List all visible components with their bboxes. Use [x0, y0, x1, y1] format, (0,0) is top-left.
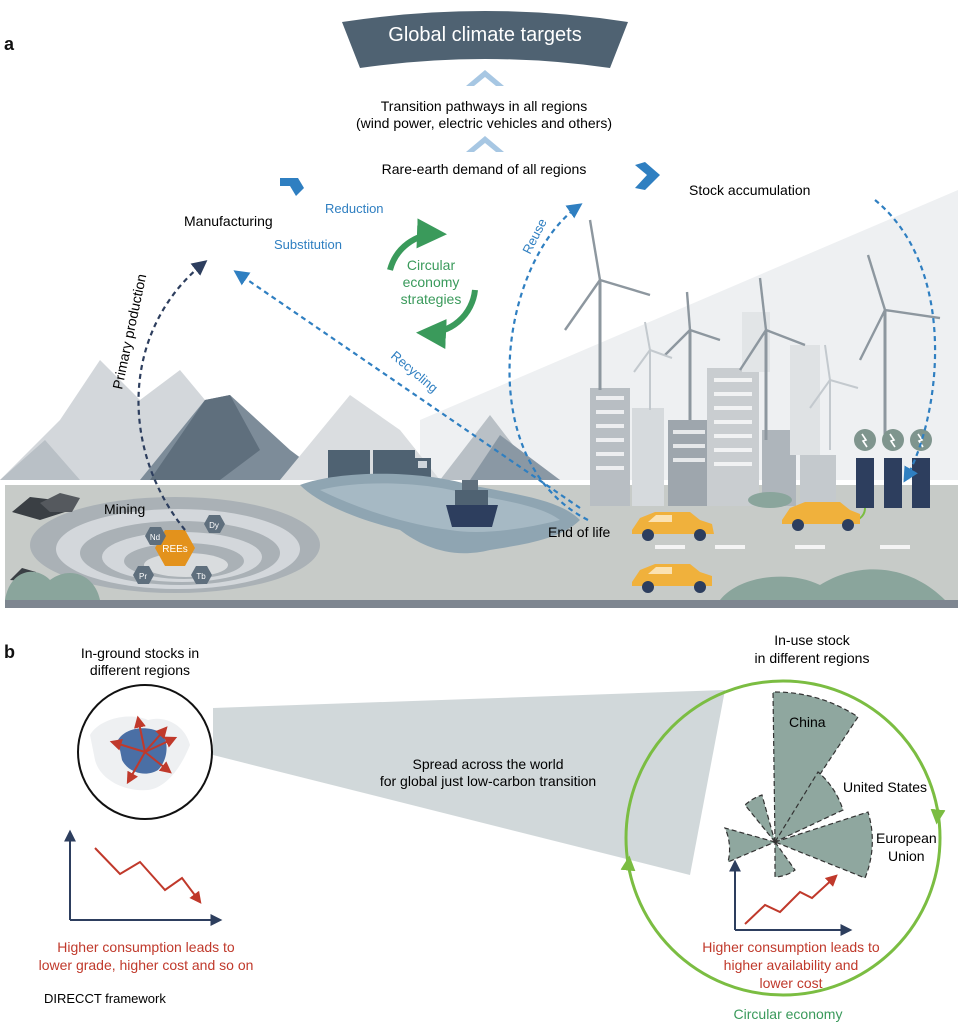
circular-line-2: economy [403, 274, 460, 290]
chevron-up-icon-2 [466, 136, 504, 152]
circular-economy-ring [387, 218, 478, 349]
circular-economy-circle [624, 679, 942, 997]
cars [632, 492, 860, 593]
recycling-arrow [233, 270, 581, 509]
wind-turbines [564, 219, 941, 450]
circle-arrow-down-icon [930, 808, 946, 825]
rose-sector-china [772, 691, 859, 844]
rees-label: REEs [162, 544, 188, 555]
nd-label: Nd [150, 533, 160, 542]
tb-hex [191, 566, 212, 584]
framework-label: DIRECCT framework [44, 991, 166, 1006]
rees-hex [155, 530, 195, 566]
right-mini-chart [729, 859, 853, 936]
rose-sector-eu [773, 811, 873, 879]
in-ground-globe [77, 684, 213, 820]
spread-line-1: Spread across the world [413, 756, 564, 772]
mountains [0, 360, 560, 480]
primary-production-arrow [137, 260, 208, 531]
circular-economy-label: Circular economy [734, 1006, 843, 1022]
car-2 [782, 502, 860, 531]
in-use-rose [723, 691, 873, 879]
rare-earth-hex-cluster: REEs Nd Dy Pr Tb [133, 515, 225, 584]
demand-text: Rare-earth demand of all regions [382, 161, 587, 177]
end-of-life-label: End of life [548, 524, 610, 540]
panel-b-label: b [4, 642, 15, 662]
banner-text: Global climate targets [388, 24, 581, 46]
pathways-line-2: (wind power, electric vehicles and other… [356, 115, 612, 131]
circular-line-1: Circular [407, 257, 456, 273]
city-buildings [590, 312, 836, 506]
rose-sector-us [773, 771, 844, 844]
left-note-line-2: lower grade, higher cost and so on [39, 957, 254, 973]
car-3 [632, 564, 712, 593]
region-eu-line-1: European [876, 830, 937, 846]
stock-to-end-of-life-arrow [874, 199, 937, 483]
charging-stations [844, 429, 932, 522]
primary-production-label: Primary production [109, 272, 149, 390]
pathways-line-1: Transition pathways in all regions [381, 98, 587, 114]
region-china: China [789, 714, 826, 730]
ground-edge [5, 600, 958, 608]
right-note-line-3: lower cost [759, 975, 822, 991]
spread-line-2: for global just low-carbon transition [380, 773, 596, 789]
region-eu-line-2: Union [888, 848, 925, 864]
dy-label: Dy [209, 521, 219, 530]
stock-accumulation-label: Stock accumulation [689, 182, 810, 198]
rose-sector-nw [744, 794, 776, 843]
circle-arrow-up-icon [620, 855, 636, 872]
road-markings [655, 545, 910, 549]
right-note-line-1: Higher consumption leads to [702, 939, 880, 955]
mining-label: Mining [104, 501, 145, 517]
region-us: United States [843, 779, 927, 795]
right-note-line-2: higher availability and [724, 957, 859, 973]
global-targets-banner [342, 11, 628, 68]
harbour-water-light [320, 483, 560, 532]
chevron-right-icon-left [280, 178, 304, 196]
in-ground-line-1: In-ground stocks in [81, 645, 199, 661]
pr-hex [133, 566, 154, 584]
tb-label: Tb [196, 572, 206, 581]
in-use-line-2: in different regions [755, 650, 870, 666]
panel-a-label: a [4, 34, 15, 54]
circular-line-3: strategies [401, 291, 462, 307]
dy-hex [204, 515, 225, 533]
car-1 [632, 512, 714, 541]
cargo-ship [446, 480, 498, 527]
pr-label: Pr [139, 572, 147, 581]
spread-wedge [213, 690, 725, 875]
substitution-label: Substitution [274, 237, 342, 252]
manufacturing-label: Manufacturing [184, 213, 273, 229]
chevron-right-icon-right [635, 162, 660, 190]
reduction-label: Reduction [325, 201, 384, 216]
left-note-line-1: Higher consumption leads to [57, 939, 235, 955]
in-use-line-1: In-use stock [774, 632, 850, 648]
recycling-label: Recycling [388, 348, 441, 396]
chevron-up-icon-1 [466, 70, 504, 86]
rose-sector-s [774, 840, 796, 878]
bushes [5, 569, 945, 600]
rose-sector-west [723, 827, 777, 864]
in-ground-line-2: different regions [90, 662, 190, 678]
nd-hex [145, 527, 166, 545]
reuse-label: Reuse [519, 216, 549, 256]
left-mini-chart [64, 829, 223, 926]
